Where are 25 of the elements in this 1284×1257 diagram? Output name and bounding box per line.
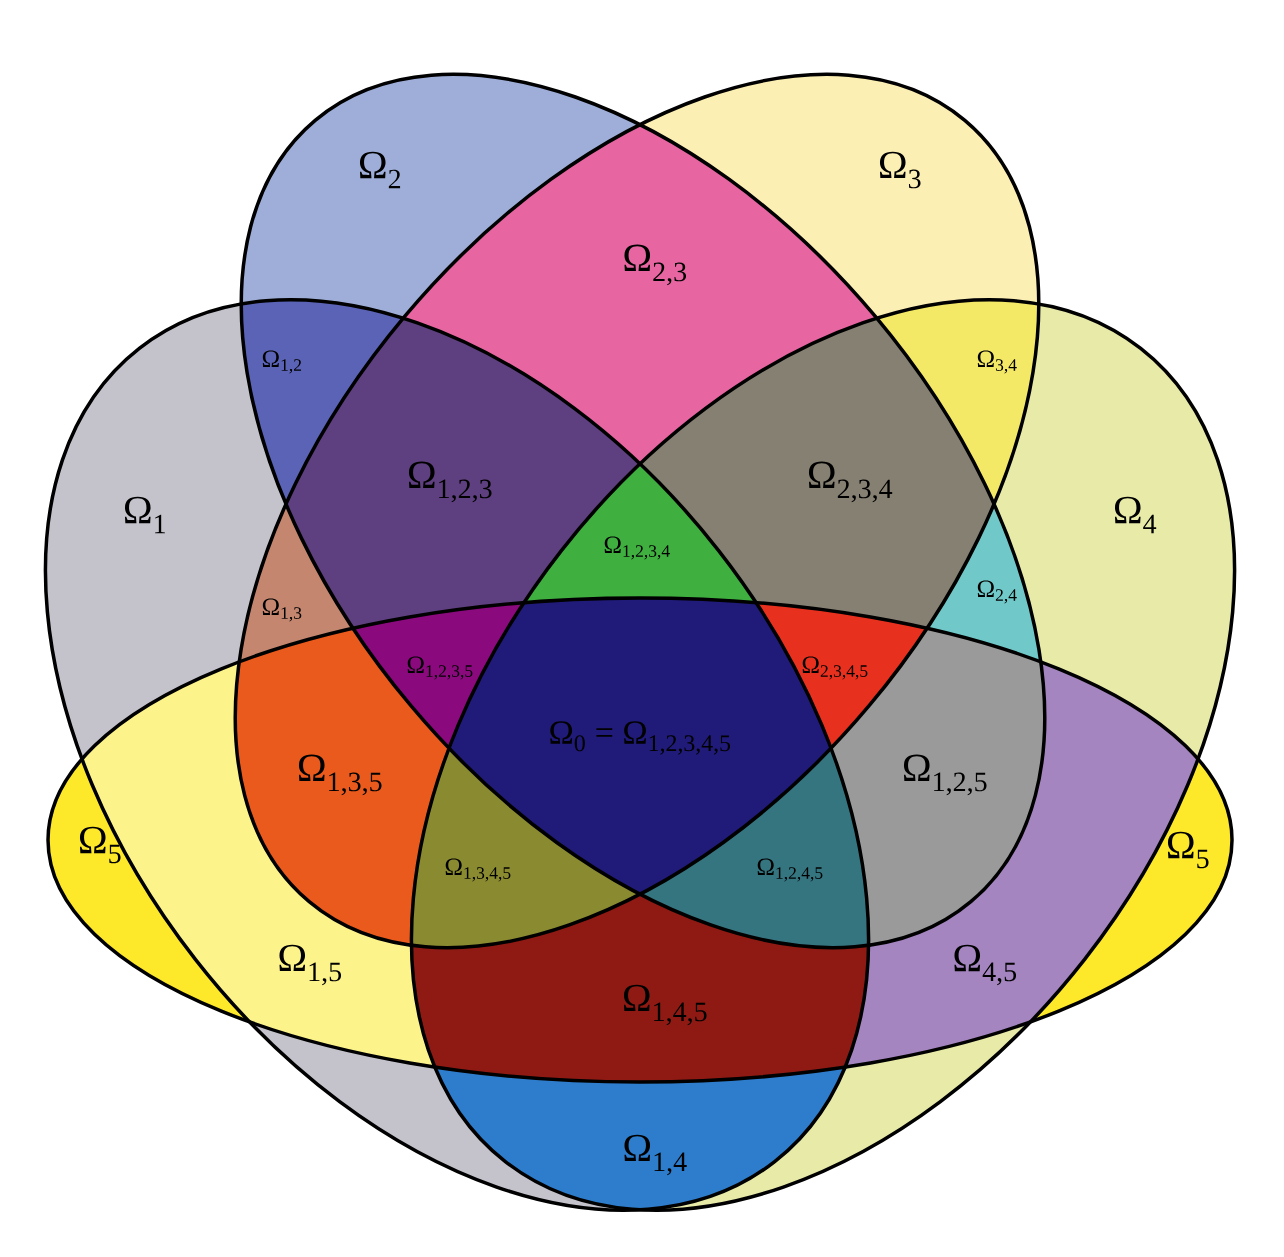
region-label: Ω$_{3}$ — [879, 151, 921, 189]
region-label: Ω$_{1}$ — [124, 496, 165, 534]
region-label: Ω$_{3,4}$ — [977, 350, 1017, 374]
region-label: Ω$_{4}$ — [1114, 496, 1157, 534]
region-label: Ω$_{1,3,4,5}$ — [445, 858, 511, 882]
region-label: Ω$_{2,3,4}$ — [808, 461, 893, 503]
region-label: Ω$_{1,2,3,4}$ — [604, 536, 670, 560]
region-label: Ω$_{1,4}$ — [624, 1134, 687, 1176]
region-label: Ω$_{2,4}$ — [977, 580, 1017, 604]
region-label: Ω$_{2,3,4,5}$ — [802, 656, 868, 680]
region-label: Ω$_{1,2,4,5}$ — [757, 858, 823, 882]
region-label: Ω$_{2}$ — [359, 151, 401, 189]
region-label: Ω$_{1,4,5}$ — [623, 984, 707, 1026]
region-label: Ω$_{0}$ = Ω$_{1,2,3,4,5}$ — [550, 721, 731, 755]
region-label: Ω$_{1,3}$ — [262, 598, 302, 622]
region-label: Ω$_{2,3}$ — [624, 244, 687, 286]
region-label: Ω$_{5}$ — [79, 826, 121, 864]
region-label: Ω$_{1,2,3}$ — [408, 461, 492, 503]
region-label: Ω$_{5}$ — [1167, 831, 1209, 869]
region-label: Ω$_{1,2}$ — [262, 350, 301, 374]
region-label: Ω$_{1,2,3,5}$ — [407, 656, 473, 680]
region-label: Ω$_{1,2,5}$ — [903, 754, 987, 796]
region-label: Ω$_{4,5}$ — [954, 944, 1017, 986]
region-label: Ω$_{1,3,5}$ — [298, 754, 382, 796]
region-label: Ω$_{1,5}$ — [279, 944, 342, 986]
